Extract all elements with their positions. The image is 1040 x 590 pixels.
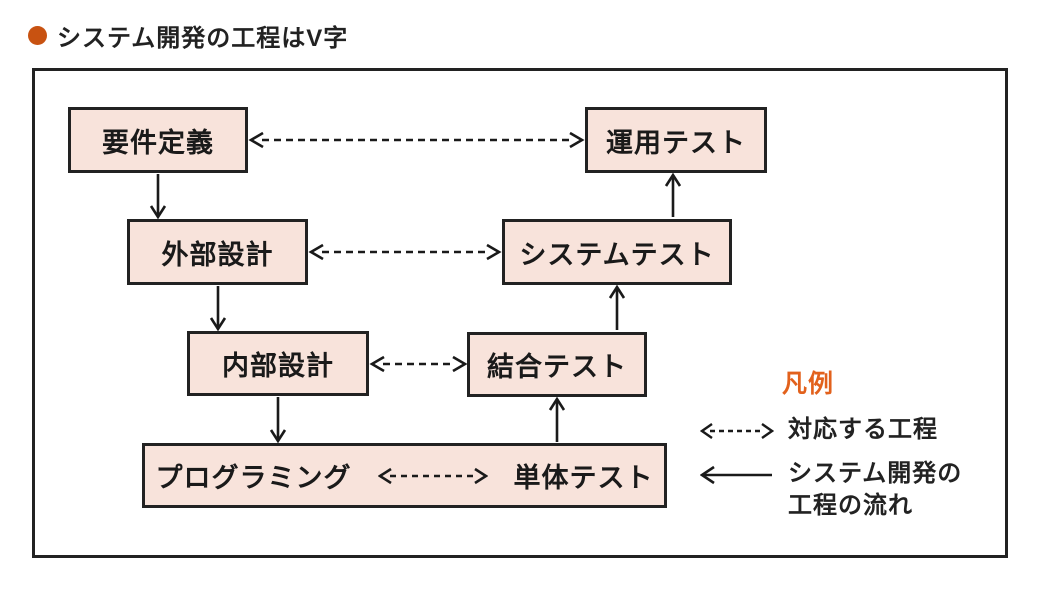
box-operation-test: 運用テスト (585, 107, 767, 173)
legend-label-corresponding-process: 対応する工程 (788, 416, 938, 443)
dashed-double-arrow-icon (700, 423, 774, 439)
box-system-test: システムテスト (502, 219, 732, 285)
dashed-double-arrow-programming-unit-test-icon (377, 467, 488, 484)
box-system-test-label: システムテスト (519, 239, 715, 270)
box-integration-test: 結合テスト (467, 332, 647, 397)
legend-item-corresponding-process: 対応する工程 (700, 414, 1000, 446)
box-requirements: 要件定義 (68, 107, 248, 173)
legend-label-development-flow: システム開発の 工程の流れ (788, 460, 963, 519)
box-external-design-label: 外部設計 (161, 239, 274, 270)
page-title: システム開発の工程はV字 (57, 25, 349, 52)
legend-item-development-flow: システム開発の 工程の流れ (700, 458, 1000, 522)
box-external-design: 外部設計 (127, 219, 308, 285)
box-programming-label: プログラミング (155, 463, 352, 493)
box-internal-design: 内部設計 (187, 331, 369, 396)
solid-left-arrow-icon (700, 465, 772, 485)
legend: 凡例 対応する工程 システム開発の 工程の流れ (700, 364, 1000, 534)
box-unit-test-label: 単体テスト (513, 463, 654, 493)
box-internal-design-label: 内部設計 (222, 351, 334, 381)
page-title-row: システム開発の工程はV字 (28, 18, 348, 53)
box-integration-test-label: 結合テスト (487, 352, 627, 382)
box-operation-test-label: 運用テスト (606, 127, 746, 158)
legend-heading: 凡例 (782, 370, 835, 398)
box-programming-unit-test: プログラミング 単体テスト (142, 443, 667, 508)
box-requirements-label: 要件定義 (102, 127, 214, 158)
title-bullet-icon (28, 26, 47, 45)
